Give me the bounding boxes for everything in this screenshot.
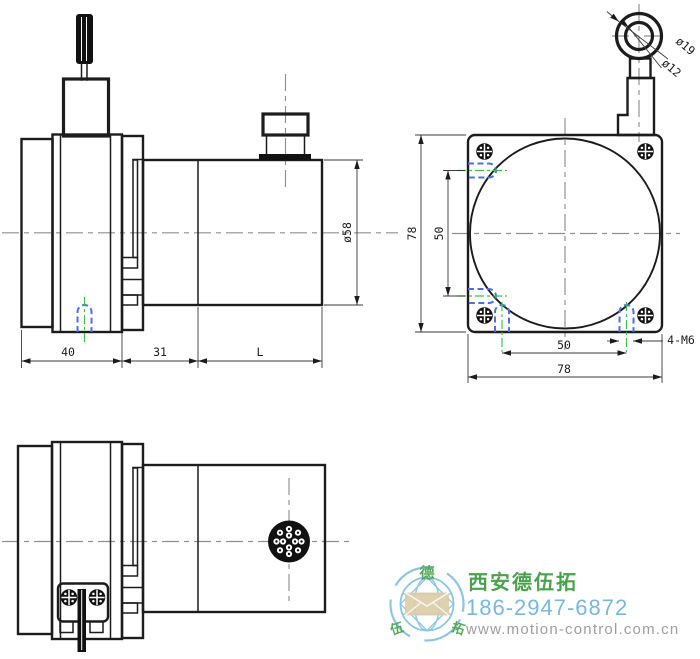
dim-label-d58: ø58 — [340, 222, 354, 243]
side-view-top: ø58 40 31 L — [2, 14, 398, 368]
hidden-m6-holes — [457, 162, 635, 352]
cable-clamp — [56, 582, 110, 652]
dim-label-b50: 50 — [557, 338, 571, 352]
dim-label-L: L — [257, 345, 264, 359]
seal-char-top: 德 — [419, 564, 434, 582]
side-view-bottom — [2, 440, 352, 652]
screw-icon — [636, 306, 655, 325]
connector-pins-icon — [268, 520, 310, 563]
dim-lengths: 40 31 L — [21, 307, 323, 368]
dim-label-d12: ø12 — [659, 56, 684, 80]
dim-label-31: 31 — [153, 345, 167, 359]
encoder-body — [141, 158, 324, 307]
screw-icon — [636, 142, 655, 161]
seal-char-right: 拓 — [449, 619, 466, 638]
screw-icon — [59, 588, 79, 607]
company-logo: 德 伍 拓 西安德伍拓 186-2947-6872 www.motion-con… — [387, 564, 679, 642]
company-logo-globe-icon: 德 伍 拓 — [387, 564, 467, 642]
screw-icon — [475, 306, 494, 325]
company-name: 西安德伍拓 — [468, 570, 578, 594]
wire-outlet-box — [61, 77, 111, 138]
dim-body-diameter: ø58 — [324, 159, 363, 306]
dim-label-4m6: 4-M6 — [667, 333, 695, 347]
dim-label-h78: 78 — [405, 227, 419, 241]
dim-label-v50: 50 — [432, 227, 446, 241]
phone-number: 186-2947-6872 — [466, 595, 628, 620]
website-url: www.motion-control.com.cn — [465, 621, 679, 638]
wire-grip-icon — [76, 14, 93, 81]
encoder-body — [141, 463, 327, 614]
front-view: ø19 ø12 78 — [405, 4, 698, 383]
dim-label-d19: ø19 — [673, 34, 698, 58]
connector-stub — [259, 112, 311, 160]
dim-front-vertical: 78 50 — [405, 134, 466, 333]
dim-label-40: 40 — [61, 345, 75, 359]
screw-icon — [475, 142, 494, 161]
screw-icon — [87, 588, 107, 607]
drum-circle — [469, 137, 661, 330]
dim-front-horizontal: 50 78 — [467, 334, 663, 383]
dim-thread-callout: 4-M6 — [607, 333, 695, 347]
envelope-icon — [404, 591, 450, 617]
mounting-plate — [466, 133, 664, 334]
seal-char-left: 伍 — [387, 619, 405, 639]
dim-label-b78: 78 — [557, 362, 571, 376]
